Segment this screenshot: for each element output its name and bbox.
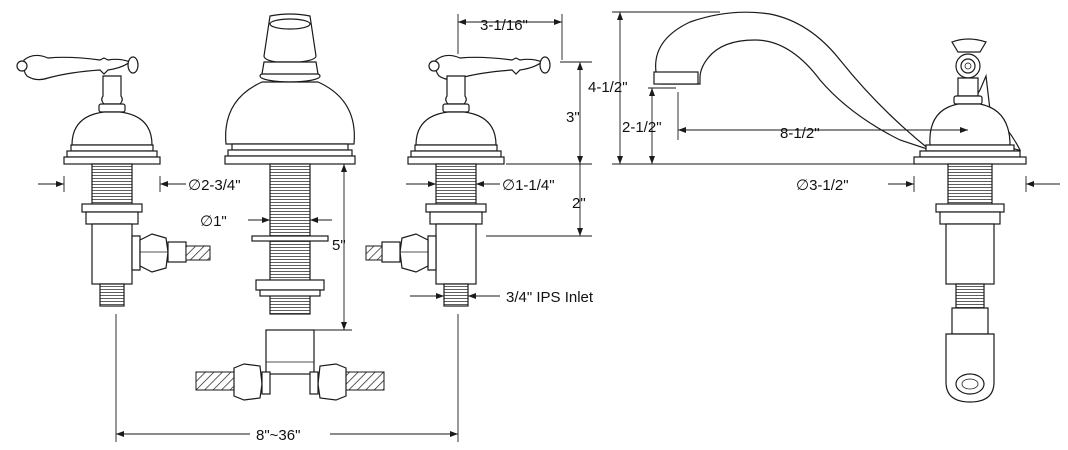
handle-width-label: 3-1/16" bbox=[480, 17, 528, 34]
left-handle-valve bbox=[16, 54, 211, 307]
right-handle-valve bbox=[365, 54, 551, 307]
shank-length-label: 5" bbox=[332, 237, 346, 254]
inlet-label: 3/4" IPS Inlet bbox=[506, 289, 594, 306]
dimension-lines bbox=[38, 11, 1060, 442]
center-spread-label: 8"~36" bbox=[256, 427, 300, 444]
spout-escutcheon-dia-label: ∅3-1/2" bbox=[796, 177, 849, 194]
spout-shank-dia-label: ∅1" bbox=[200, 213, 227, 230]
spout-reach-label: 8-1/2" bbox=[780, 125, 820, 142]
spout-side-view bbox=[653, 11, 1027, 403]
spout-height-total-label: 4-1/2" bbox=[588, 79, 628, 96]
center-spout-assembly bbox=[195, 13, 385, 401]
spout-clearance-label: 2-1/2" bbox=[622, 119, 662, 136]
dimension-labels: 3-1/16" 4-1/2" 3" 2-1/2" 8-1/2" ∅2-3/4" … bbox=[188, 17, 849, 444]
deck-thickness-label: 2" bbox=[572, 195, 586, 212]
handle-shank-dia-label: ∅1-1/4" bbox=[502, 177, 555, 194]
handle-height-label: 3" bbox=[566, 109, 580, 126]
handle-escutcheon-dia-label: ∅2-3/4" bbox=[188, 177, 241, 194]
